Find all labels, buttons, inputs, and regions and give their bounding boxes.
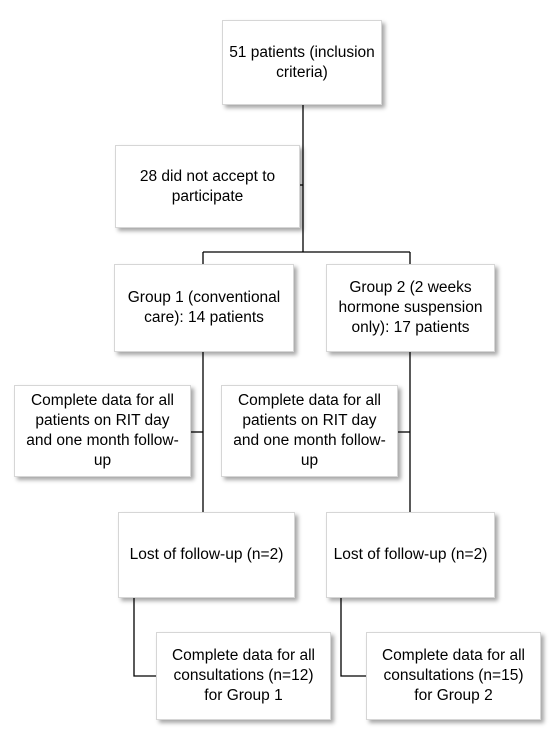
connector-group2-final (340, 598, 366, 677)
group1-lost-text: Lost of follow-up (n=2) (129, 546, 284, 563)
group1-box: Group 1 (conventional care): 14 patients (114, 264, 294, 352)
group2-rit-data-box: Complete data for all patients on RIT da… (221, 385, 398, 477)
group1-rit-data-text: Complete data for all patients on RIT da… (26, 392, 179, 469)
connector-group1-final (133, 598, 156, 677)
inclusion-text: 51 patients (inclusion criteria) (229, 43, 375, 81)
group1-final-text: Complete data for all consultations (n=1… (171, 647, 316, 704)
declined-text: 28 did not accept to participate (139, 167, 276, 205)
group1-final-box: Complete data for all consultations (n=1… (156, 632, 331, 720)
group2-lost-text: Lost of follow-up (n=2) (333, 546, 488, 563)
group2-final-box: Complete data for all consultations (n=1… (366, 632, 541, 720)
group1-rit-data-box: Complete data for all patients on RIT da… (14, 385, 191, 477)
group2-final-text: Complete data for all consultations (n=1… (381, 647, 526, 704)
inclusion-box: 51 patients (inclusion criteria) (222, 20, 382, 105)
group2-rit-data-text: Complete data for all patients on RIT da… (233, 392, 386, 469)
declined-box: 28 did not accept to participate (115, 145, 300, 228)
group2-lost-box: Lost of follow-up (n=2) (326, 512, 495, 598)
group1-lost-box: Lost of follow-up (n=2) (118, 512, 295, 598)
group2-text: Group 2 (2 weeks hormone suspension only… (338, 279, 483, 336)
group1-text: Group 1 (conventional care): 14 patients (127, 289, 281, 326)
group2-box: Group 2 (2 weeks hormone suspension only… (326, 264, 495, 352)
